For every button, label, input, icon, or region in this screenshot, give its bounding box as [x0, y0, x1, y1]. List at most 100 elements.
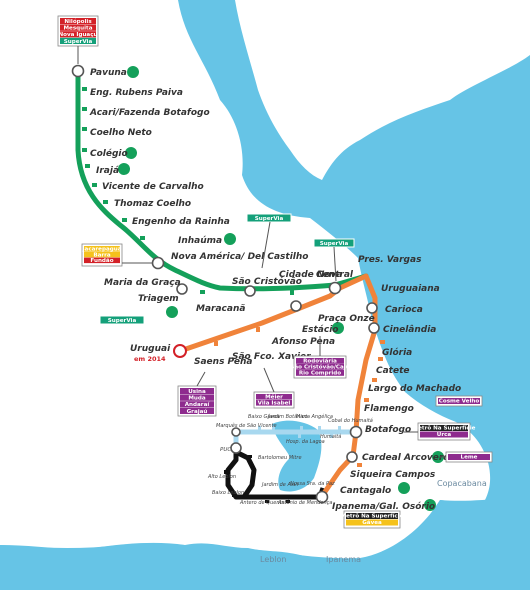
station-label: Carioca — [385, 305, 423, 315]
bike-icon — [127, 66, 139, 78]
box-jacarepagua: Jacarepaguá Barra Fundão — [81, 243, 123, 267]
box-rodoviaria: Rodoviária São Cristóvão/Caju Rio Compri… — [290, 355, 350, 379]
line2-labels: Pavuna Eng. Rubens Paiva Acari/Fazenda B… — [89, 68, 343, 314]
station-label: Coelho Neto — [90, 128, 152, 138]
station-label: Maracanã — [196, 304, 245, 314]
svg-text:Cosme Velho: Cosme Velho — [439, 399, 480, 405]
svg-text:Mesquita: Mesquita — [63, 26, 92, 32]
bike-icon — [224, 233, 236, 245]
station-label: Engenho da Rainha — [132, 217, 230, 227]
ocean-south — [0, 495, 530, 590]
station-label: São Cristóvão — [232, 276, 302, 287]
box-urca: Metrô Na Superfície Urca — [413, 422, 476, 441]
svg-text:Alto Leblon: Alto Leblon — [207, 474, 236, 480]
svg-text:São Cristóvão/Caju: São Cristóvão/Caju — [290, 364, 349, 371]
svg-text:Vila Isabel: Vila Isabel — [258, 400, 291, 406]
station-label: Thomaz Coelho — [114, 199, 191, 209]
svg-text:Usina: Usina — [188, 389, 206, 395]
station-label: Siqueira Campos — [350, 470, 436, 480]
svg-text:SuperVia: SuperVia — [255, 216, 284, 222]
svg-text:Antero de Quental: Antero de Quental — [239, 500, 287, 506]
station-label: Colégio — [90, 148, 128, 159]
land-mainland — [0, 0, 491, 562]
station-label: Cantagalo — [340, 486, 391, 496]
svg-text:Nossa Sra. da Paz: Nossa Sra. da Paz — [290, 481, 335, 487]
station-label: Largo do Machado — [368, 384, 461, 394]
svg-text:Hosp. da Lagoa: Hosp. da Lagoa — [286, 439, 325, 445]
station-label: São Fco. Xavier — [232, 352, 311, 362]
station-label: Pres. Vargas — [358, 255, 422, 265]
station-label: Nova América/ Del Castilho — [171, 251, 308, 262]
svg-text:Jardim Botânico: Jardim Botânico — [267, 413, 308, 420]
station-label: Uruguaiana — [381, 284, 440, 294]
station-label: Praça Onze — [318, 314, 375, 324]
station-uruguai-future[interactable] — [173, 344, 187, 358]
bike-icon — [125, 147, 137, 159]
svg-text:Nova Iguaçu: Nova Iguaçu — [58, 32, 97, 38]
svg-text:Nilópolis: Nilópolis — [64, 18, 92, 25]
station-label: Estácio — [302, 325, 338, 335]
svg-text:Metrô Na Superfície: Metrô Na Superfície — [413, 425, 476, 432]
line-4 — [225, 449, 326, 500]
line1-labels: Uruguai em 2014 Saens Peña São Fco. Xavi… — [130, 255, 461, 512]
box-meier: Méier Vila Isabel — [253, 391, 295, 409]
box-usina: Usina Muda Andaraí Grajaú — [177, 385, 217, 417]
station-label: Flamengo — [364, 404, 414, 414]
station-label: Triagem — [138, 294, 179, 304]
box-connectors — [77, 46, 446, 458]
svg-text:Humaitá: Humaitá — [320, 433, 341, 440]
station-label: Irajá — [96, 166, 119, 176]
box-supervia: SuperVia SuperVia SuperVia — [99, 213, 355, 325]
station-label: Eng. Rubens Paiva — [90, 88, 183, 98]
svg-text:Rodoviária: Rodoviária — [303, 358, 337, 365]
station-label: Central — [316, 270, 354, 280]
box-gavea: Metrô Na Superfície Gávea — [341, 510, 404, 529]
bike-icon — [432, 451, 444, 463]
line-2 — [75, 69, 369, 292]
area-copacabana: Copacabana — [437, 479, 487, 488]
bike-icon — [166, 306, 178, 318]
svg-text:PUC: PUC — [220, 447, 231, 453]
line-1 — [177, 273, 378, 499]
box-leme: Leme — [445, 451, 493, 463]
box-nilopolis: Nilópolis Mesquita Nova Iguaçu SuperVia — [57, 15, 99, 47]
box-cosme-velho: Cosme Velho — [435, 395, 483, 407]
svg-text:Cobal do Humaitá: Cobal do Humaitá — [328, 417, 373, 424]
svg-text:Urca: Urca — [437, 432, 452, 438]
svg-text:Baixo Gávea: Baixo Gávea — [248, 413, 280, 420]
station-label: Botafogo — [365, 425, 411, 435]
line1-ticks — [214, 327, 385, 467]
land-bay — [235, 0, 530, 180]
line4-ticks — [224, 455, 290, 503]
station-label: Saens Peña — [194, 357, 253, 367]
bike-icons — [118, 66, 444, 511]
svg-text:Leme: Leme — [461, 455, 478, 461]
lagoon — [272, 420, 322, 492]
svg-text:Muda: Muda — [188, 396, 206, 402]
station-label: Pavuna — [90, 68, 127, 78]
area-leblon: Leblon — [260, 555, 287, 564]
bike-icon — [398, 482, 410, 494]
station-label: Cinelândia — [383, 325, 436, 335]
bike-icon — [118, 163, 130, 175]
station-label: Cidade Nova — [279, 270, 343, 280]
station-label: Maria da Graça — [104, 278, 181, 288]
svg-text:Metrô Na Superfície: Metrô Na Superfície — [341, 513, 404, 520]
station-label: Vicente de Carvalho — [102, 182, 204, 192]
line2-ticks — [82, 87, 294, 295]
station-label: Ipanema/Gal. Osório — [332, 501, 435, 512]
svg-text:Rio Comprido: Rio Comprido — [299, 371, 341, 377]
svg-text:SuperVia: SuperVia — [320, 241, 349, 247]
svg-text:Jardim de Alah: Jardim de Alah — [261, 482, 299, 488]
extension-ticks — [258, 426, 341, 438]
svg-text:Maria Angélica: Maria Angélica — [296, 413, 333, 420]
station-label: Inhaúma — [178, 236, 222, 246]
svg-text:Baixo Leblon: Baixo Leblon — [212, 490, 244, 496]
svg-text:Jacarepaguá: Jacarepaguá — [81, 246, 121, 253]
svg-text:SuperVia: SuperVia — [64, 39, 93, 45]
extension-labels: Marquês de São Vicente Baixo Gávea Jardi… — [207, 413, 373, 506]
svg-text:Barra: Barra — [93, 252, 111, 258]
interchange-stations[interactable] — [71, 64, 380, 504]
svg-text:Méier: Méier — [265, 393, 283, 400]
station-label: Catete — [376, 366, 410, 376]
